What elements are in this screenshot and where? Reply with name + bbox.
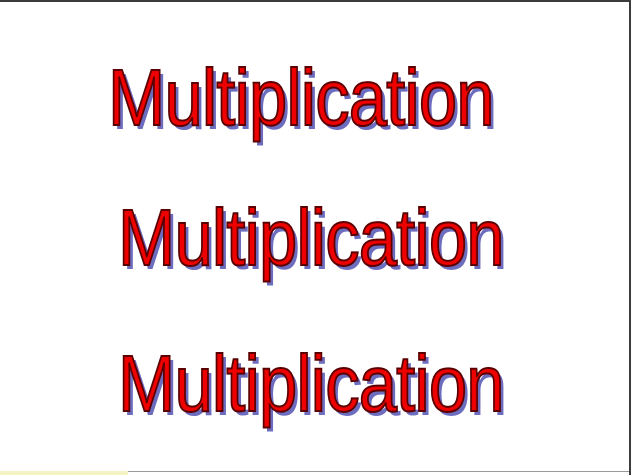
title-multiplication-1: Multiplication bbox=[107, 53, 495, 142]
title-multiplication-2: Multiplication bbox=[117, 193, 505, 282]
title-multiplication-3: Multiplication bbox=[117, 339, 505, 428]
bottom-border bbox=[0, 471, 629, 475]
bottom-left-accent bbox=[0, 471, 128, 475]
